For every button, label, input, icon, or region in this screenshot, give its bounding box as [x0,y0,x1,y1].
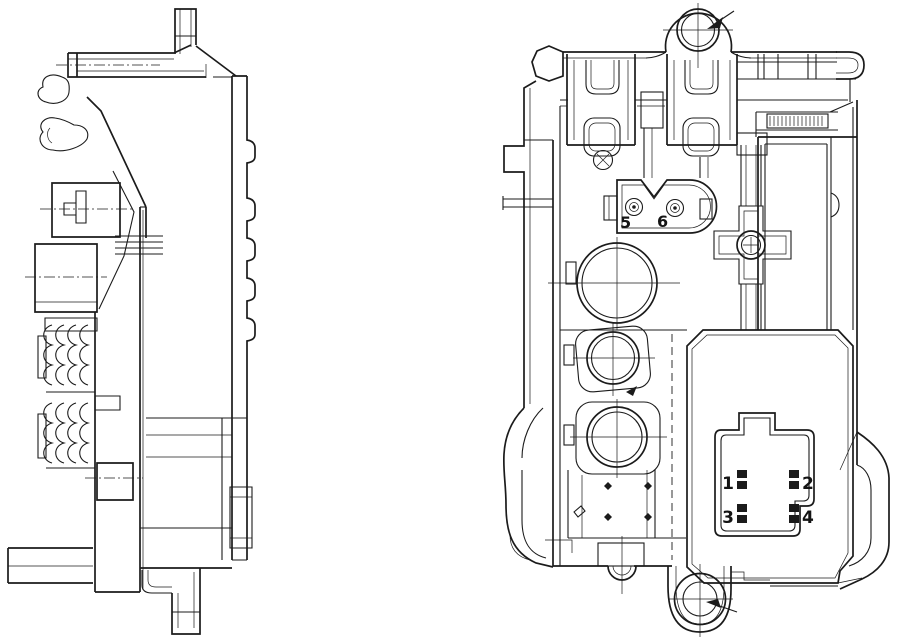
heat-sink-fins-edge [221,75,256,561]
front-view: 5 6 [502,3,890,637]
rivet-mark [604,513,612,521]
round-bosses [548,237,680,478]
left-outer-edge [502,80,561,566]
rivet-mark [644,482,652,490]
rivet-mark [604,482,612,490]
bottom-mounting-tab [95,567,232,635]
connector-latch-left [603,195,618,221]
bottom-tab [597,542,645,567]
pin-6 [665,198,685,218]
center-channel-box [640,91,664,129]
connector-latch-right [699,198,713,220]
bottom-flange [7,547,93,584]
screw-cross-mark [592,149,614,171]
screw-mount [40,182,134,238]
fin-grille [766,113,829,129]
arrow-icon [707,17,723,29]
main-connector: 1 2 3 4 [686,329,854,584]
body-profile [86,96,247,592]
bottom-edge [553,536,672,594]
boss-middle [563,322,655,396]
pin-terminals [737,470,799,523]
clip-tower-right [666,54,738,157]
clip-tower-left [566,54,636,157]
cross-rib-screw-boss [713,132,792,330]
boss-small [563,399,667,478]
top-mounting-tab [174,8,197,54]
resistor-coils-upper [37,317,98,393]
left-wing-bracket [502,407,573,568]
left-corner-tab [531,45,564,82]
pin-label-6: 6 [657,212,668,231]
right-corner-tab [836,51,865,80]
pin-5 [624,197,644,217]
mounting-bracket-band [531,45,865,171]
side-view [7,8,256,635]
connector-recess [714,412,815,537]
resistor-coils-lower [37,395,121,469]
pin-label-3: 3 [722,508,734,528]
base-plate-details [560,329,687,560]
pin-label-2: 2 [802,474,814,494]
boss-large [548,237,680,330]
front-latch-square [85,462,143,501]
small-arrow-mark [626,386,637,396]
top-mounting-lug [645,3,752,68]
bottom-mounting-lug [667,564,770,637]
arrow-icon [706,599,721,608]
retainer-hooks [37,74,89,152]
pin-label-4: 4 [802,508,814,528]
small-clip-mark [573,505,586,518]
heat-sink-housing [757,100,858,465]
right-wing-bracket [770,431,890,590]
right-flange [737,54,856,137]
pin-label-1: 1 [722,474,734,494]
pin-label-5: 5 [620,213,631,232]
small-connector: 5 6 [603,128,718,234]
rivet-mark [644,513,652,521]
side-connector-housing [25,243,107,313]
top-flange [56,44,237,78]
